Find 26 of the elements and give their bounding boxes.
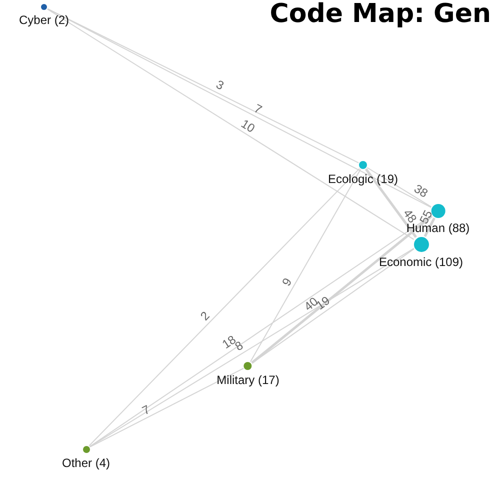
connector-line xyxy=(364,168,417,238)
connector-line xyxy=(251,215,433,364)
edge-label: 48 xyxy=(401,206,419,224)
edge-label: 9 xyxy=(280,276,294,288)
edge-label: 55 xyxy=(417,208,434,226)
connector-line xyxy=(366,167,432,208)
connector-line xyxy=(89,248,414,448)
connector-line xyxy=(47,8,432,208)
node-label: Other (4) xyxy=(62,456,110,470)
edge-label: 7 xyxy=(252,102,264,116)
connector-line xyxy=(46,8,414,240)
node-label: Economic (109) xyxy=(378,254,464,268)
node-label: Military (17) xyxy=(216,373,280,387)
node-label: Ecologic (19) xyxy=(328,172,398,186)
edge-label: 38 xyxy=(412,182,430,200)
connector-line xyxy=(252,248,415,364)
edge-label: 3 xyxy=(214,78,226,92)
connector-line xyxy=(88,168,360,446)
connector-line xyxy=(424,218,436,238)
connector-line xyxy=(90,368,244,448)
edge-label: 2 xyxy=(198,309,212,322)
connector-line xyxy=(250,168,362,362)
node-label: Cyber (2) xyxy=(19,13,69,27)
chart-title: Code Map: Gen xyxy=(270,0,491,28)
edge-label: 7 xyxy=(140,402,152,416)
edge-label: 10 xyxy=(239,117,257,134)
